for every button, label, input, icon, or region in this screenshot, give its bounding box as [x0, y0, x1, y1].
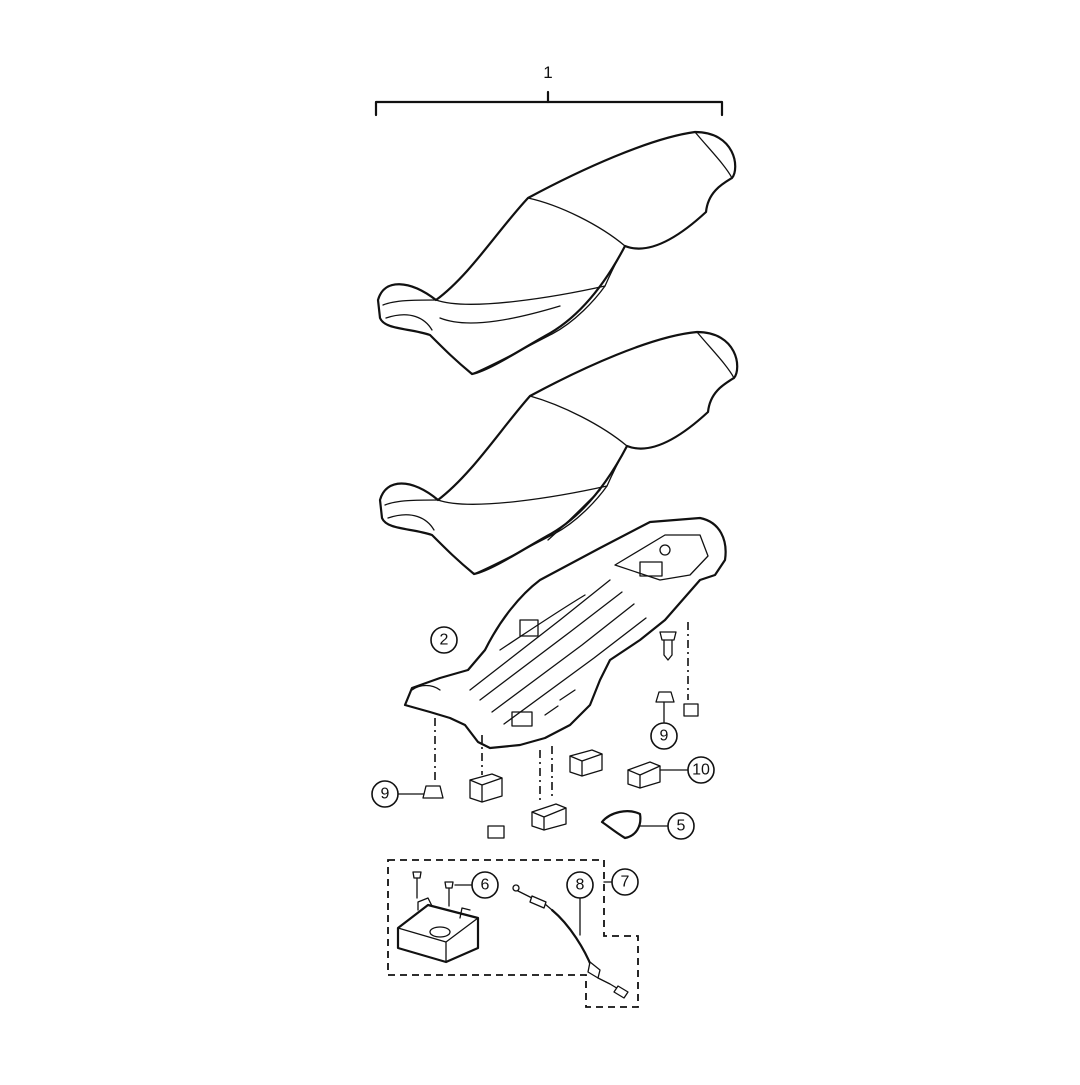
svg-text:2: 2 — [440, 632, 449, 649]
callout-2: 2 — [430, 626, 458, 654]
seat-upper — [376, 130, 737, 376]
svg-text:6: 6 — [481, 877, 490, 894]
svg-text:7: 7 — [621, 874, 630, 891]
callout-7: 7 — [603, 868, 639, 896]
seat-lower — [378, 330, 739, 576]
grommets — [422, 691, 699, 839]
seat-clip — [600, 810, 642, 840]
lock-bracket — [396, 897, 480, 964]
lock-cable — [512, 884, 629, 999]
alignment-lines — [434, 622, 689, 800]
screws — [412, 871, 454, 907]
seat-base-frame — [403, 516, 727, 750]
assembly-label: 1 — [543, 63, 552, 82]
svg-text:5: 5 — [677, 818, 686, 835]
callout-6: 6 — [454, 871, 499, 899]
callout-9-right: 9 — [650, 701, 678, 750]
lock-kit-box — [387, 859, 639, 1008]
frame-bolt — [659, 631, 677, 661]
callout-9-left: 9 — [371, 780, 425, 808]
assembly-bracket: 1 — [374, 63, 724, 117]
callout-5: 5 — [639, 812, 695, 840]
svg-text:8: 8 — [576, 877, 585, 894]
callout-8: 8 — [566, 871, 594, 936]
callout-10: 10 — [659, 756, 715, 784]
svg-text:9: 9 — [660, 728, 669, 745]
svg-text:9: 9 — [381, 786, 390, 803]
rubber-blocks — [469, 749, 661, 831]
svg-text:10: 10 — [692, 762, 710, 779]
